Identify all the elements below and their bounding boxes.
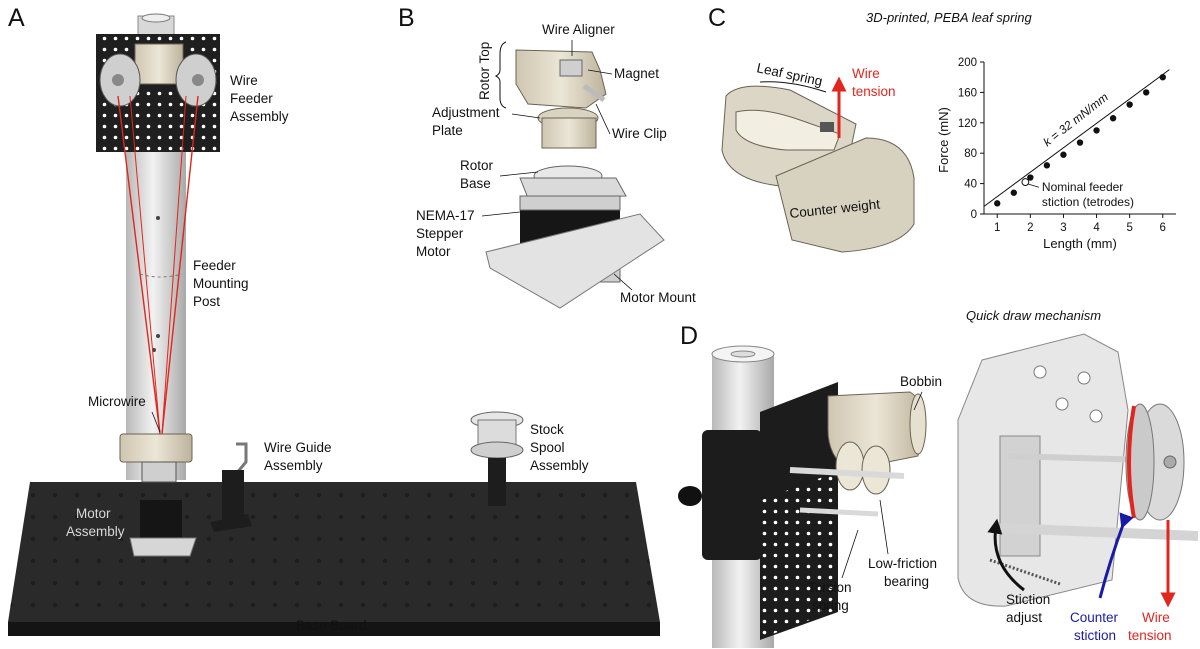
feeder-mounting-post [126,150,186,480]
x-ticks: 1 2 3 4 5 6 [994,214,1166,234]
label-motor-mount: Motor Mount [620,290,696,305]
y-axis-label: Force (mN) [936,107,951,173]
leaf-spring-render [721,85,915,253]
label-counter-stiction: Counter stiction [1070,610,1122,643]
x-tick-label: 2 [1027,222,1033,234]
label-motor-assembly: Motor Assembly [66,506,125,539]
nominal-stiction-point [1021,178,1030,186]
wire-feeder-assembly [96,34,220,152]
label-rotor-top: Rotor Top [477,42,492,100]
motor-mount [485,213,665,309]
stiction-adjust-arrow [987,518,1025,592]
label-rotor-base: Rotor Base [460,158,497,191]
label-feeder-mounting-post: Feeder Mounting Post [193,258,252,309]
y-tick-label: 80 [964,148,977,160]
label-wire-guide: Wire Guide Assembly [264,440,335,473]
label-wire-clip: Wire Clip [612,126,667,141]
counter-stiction-arrow [1098,512,1134,599]
label-microwire: Microwire [88,394,146,409]
label-stock-spool: Stock Spool Assembly [530,422,589,473]
quick-draw-right-render [957,333,1199,607]
x-tick-label: 5 [1126,222,1132,234]
data-point [1126,101,1133,108]
y-tick-label: 120 [958,118,977,130]
label-leaf-spring: Leaf spring [755,60,823,89]
data-point [1076,139,1084,146]
y-tick-label: 160 [958,87,977,99]
data-point [1093,127,1100,134]
x-axis-label: Length (mm) [1043,236,1117,251]
stock-spool-assembly [470,411,524,506]
x-tick-label: 1 [994,222,1000,234]
x-tick-label: 3 [1060,222,1066,234]
label-adjustment-plate: Adjustment Plate [432,105,503,138]
label-base-board: Base Board [296,618,367,633]
y-tick-label: 40 [964,179,977,191]
label-stiction-adjust: Stiction adjust [1006,592,1054,625]
highlight-label: Nominal feeder stiction (tetrodes) [1042,180,1134,209]
data-point [1043,162,1051,169]
panel-a: A [8,4,660,636]
data-point [1010,189,1017,196]
y-tick-label: 200 [958,57,977,69]
highlight-leader [1028,183,1040,188]
y-ticks: 0 40 80 120 160 200 [958,57,984,221]
fit-line [983,69,1170,207]
data-point [1159,74,1166,81]
microwire-lines [117,95,199,435]
label-low-friction-bearing: Low-friction bearing [868,556,941,589]
rotor-top [515,49,607,109]
data-point [1027,174,1034,181]
wire-guide-assembly [210,442,252,532]
y-tick-label: 0 [971,209,977,221]
data-point [1109,115,1117,122]
panel-d-title: Quick draw mechanism [966,308,1101,323]
panel-b-letter: B [398,4,415,32]
motor-assembly [119,433,197,557]
label-wire-tension-d: Wire tension [1128,610,1174,643]
label-wire-aligner: Wire Aligner [542,22,615,37]
data-points [994,74,1166,207]
panel-c: C 3D-printed, PEBA leaf spring Leaf spri… [708,4,1176,253]
label-bobbin: Bobbin [900,374,942,389]
panel-c-letter: C [708,4,726,32]
panel-c-title: 3D-printed, PEBA leaf spring [866,10,1032,25]
quick-draw-left-render [678,345,927,648]
panel-b: B Wire Aligner Rotor Top Magnet Adjustme… [398,4,696,309]
label-torsion-spring: Torsion spring [808,580,855,613]
panel-a-letter: A [8,4,25,32]
label-magnet: Magnet [614,66,659,81]
panel-d: D Quick draw mechanism [678,308,1199,648]
x-tick-label: 6 [1160,222,1166,234]
label-wire-tension-c: Wire tension [852,66,896,99]
data-point [1060,151,1067,158]
panel-d-letter: D [680,322,698,350]
label-stepper-motor: NEMA-17 Stepper Motor [416,208,478,259]
force-length-chart: 0 40 80 120 160 200 1 2 3 4 5 6 k = 32 mN/mm Nomin… [936,57,1176,251]
label-wire-feeder: Wire Feeder Assembly [230,73,289,124]
x-tick-label: 4 [1093,222,1100,234]
data-point [1143,89,1150,96]
fit-label: k = 32 mN/mm [1041,90,1111,149]
data-point [994,200,1001,207]
